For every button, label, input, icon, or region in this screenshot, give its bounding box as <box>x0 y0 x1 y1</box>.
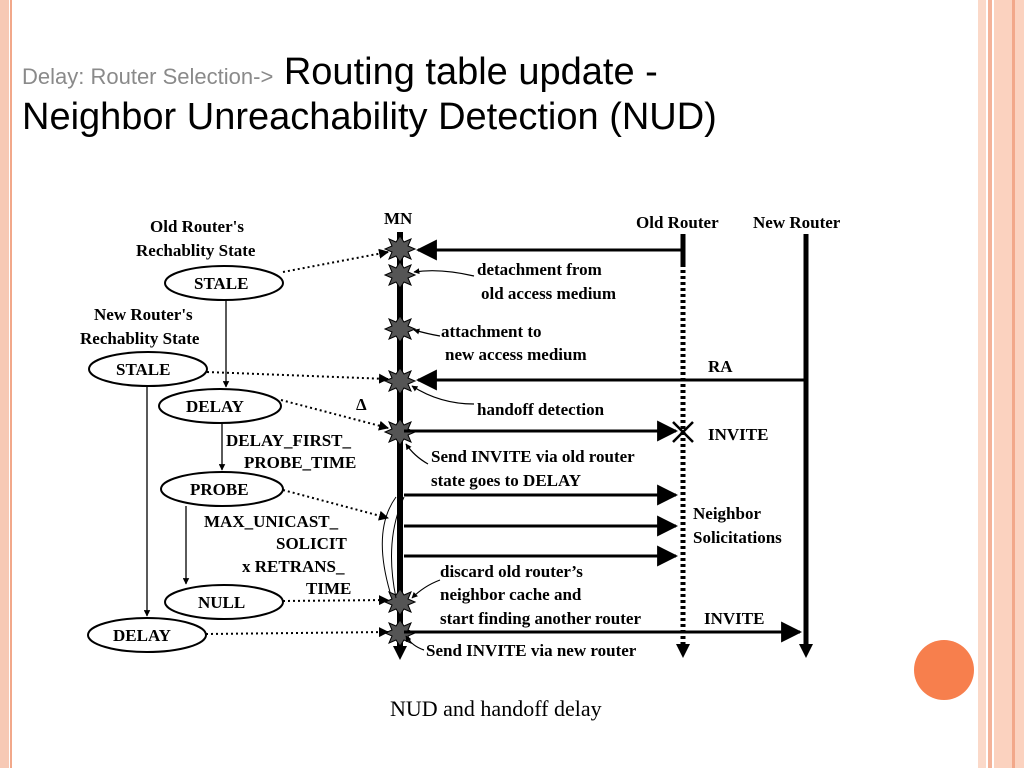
state-stale-old <box>164 265 284 301</box>
state-delay <box>158 388 282 424</box>
slide-frame-left <box>0 0 9 768</box>
event-burst-icon <box>383 367 417 395</box>
title-line-1: Routing table update - <box>273 51 658 93</box>
event-invite-old: INVITE <box>708 425 768 444</box>
state-probe-label: PROBE <box>190 480 249 499</box>
new-state-title-2: Rechablity State <box>80 329 200 348</box>
event-burst-group <box>383 235 417 647</box>
event-invite-new: INVITE <box>704 609 764 628</box>
state-null <box>164 584 284 620</box>
event-detach-2: old access medium <box>481 284 616 303</box>
slide-frame-right-band <box>994 0 1024 768</box>
retrans-bracket <box>381 496 397 593</box>
timer-max-unicast-3: x RETRANS_ <box>242 557 345 576</box>
delta-label: Δ <box>356 395 367 414</box>
new-state-title-1: New Router's <box>94 305 193 324</box>
state-delay-new-label: DELAY <box>113 626 171 645</box>
link-delay-new <box>205 627 389 638</box>
pointer-attach <box>413 328 441 337</box>
slide-title: Delay: Router Selection-> Routing table … <box>22 50 962 140</box>
link-stale-new <box>206 371 389 384</box>
timer-max-unicast-2: SOLICIT <box>276 534 348 553</box>
slide-frame-left-line <box>10 0 12 768</box>
slide-frame-right-stripe <box>988 0 992 768</box>
state-probe <box>160 471 284 507</box>
event-discard-1: discard old router’s <box>440 562 583 581</box>
pointer-send-new <box>405 635 425 651</box>
timer-max-unicast-4: TIME <box>306 579 351 598</box>
lost-message-icon <box>672 421 694 443</box>
event-burst-icon <box>383 315 417 343</box>
event-send-old-2: state goes to DELAY <box>431 471 581 490</box>
state-stale-new <box>88 351 208 387</box>
state-stale-new-label: STALE <box>116 360 171 379</box>
event-discard-3: start finding another router <box>440 609 641 628</box>
state-delay-new <box>87 617 207 653</box>
link-stale-old <box>282 248 389 273</box>
event-ra: RA <box>708 357 733 376</box>
figure-caption: NUD and handoff delay <box>390 696 602 721</box>
title-line-2: Neighbor Unreachability Detection (NUD) <box>22 95 717 138</box>
old-router-timeline-arrowhead <box>676 644 690 658</box>
old-state-title-1: Old Router's <box>150 217 244 236</box>
pointer-discard <box>411 579 441 599</box>
event-send-old-1: Send INVITE via old router <box>431 447 635 466</box>
header-new-router: New Router <box>753 213 841 232</box>
event-attach-1: attachment to <box>441 322 542 341</box>
old-state-title-2: Rechablity State <box>136 241 256 260</box>
event-attach-2: new access medium <box>445 345 587 364</box>
pointer-send-old <box>405 443 429 465</box>
event-burst-icon <box>383 588 417 616</box>
event-burst-icon <box>383 261 417 289</box>
state-null-label: NULL <box>198 593 245 612</box>
header-old-router: Old Router <box>636 213 719 232</box>
timer-delay-first-2: PROBE_TIME <box>244 453 356 472</box>
link-probe <box>282 489 389 521</box>
event-detach-1: detachment from <box>477 260 602 279</box>
title-prefix: Delay: Router Selection-> <box>22 64 274 89</box>
slide-decoration-circle <box>914 640 974 700</box>
event-burst-icon <box>383 418 417 446</box>
retrans-bracket-inner <box>391 496 405 599</box>
event-ns-1: Neighbor <box>693 504 761 523</box>
pointer-detach <box>413 268 475 277</box>
state-delay-label: DELAY <box>186 397 244 416</box>
timer-delay-first-1: DELAY_FIRST_ <box>226 431 352 450</box>
link-null <box>282 595 389 606</box>
event-send-new: Send INVITE via new router <box>426 641 637 660</box>
slide-frame-right-line <box>1012 0 1015 768</box>
pointer-handoff <box>411 385 475 405</box>
event-discard-2: neighbor cache and <box>440 585 582 604</box>
mn-timeline-arrowhead <box>393 646 407 660</box>
header-mn: MN <box>384 209 413 228</box>
event-burst-icon <box>383 235 417 263</box>
timer-max-unicast-1: MAX_UNICAST_ <box>204 512 339 531</box>
state-stale-old-label: STALE <box>194 274 249 293</box>
link-delay <box>280 399 389 431</box>
event-handoff: handoff detection <box>477 400 605 419</box>
slide-frame-right <box>978 0 986 768</box>
new-router-timeline-arrowhead <box>799 644 813 658</box>
event-ns-2: Solicitations <box>693 528 782 547</box>
